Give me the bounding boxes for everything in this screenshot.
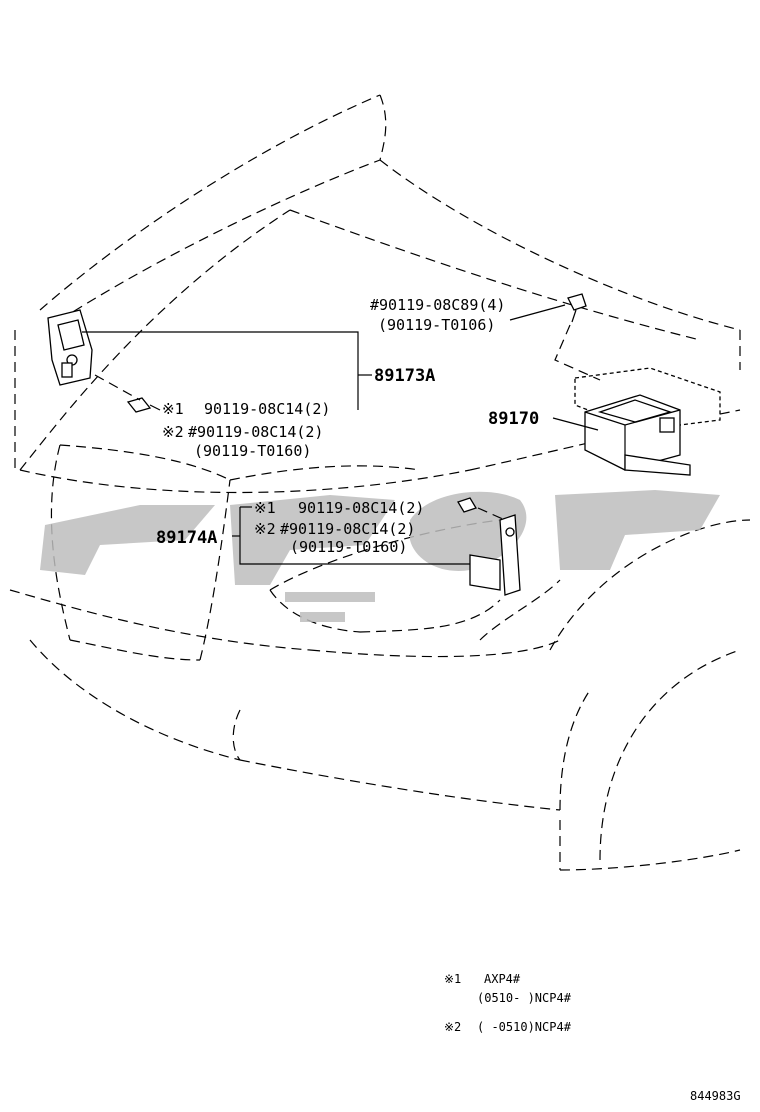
airbag-ecu-part	[574, 367, 721, 476]
label-lower-note1-mark: ※1	[254, 499, 276, 517]
legend-note2-line1: ( -0510)NCP4#	[477, 1020, 572, 1034]
sensor-bolt-part	[94, 374, 161, 413]
figure-code: 844983G	[690, 1089, 741, 1103]
label-upper-note2-alt: (90119-T0160)	[194, 442, 311, 460]
watermark-logo	[40, 490, 720, 622]
label-89170: 89170	[488, 409, 539, 429]
label-89174a: 89174A	[156, 528, 217, 548]
label-lower-note2-mark: ※2	[254, 520, 276, 538]
label-upper-note1-mark: ※1	[162, 400, 184, 418]
label-upper-note2-mark: ※2	[162, 423, 184, 441]
label-upper-note2-bolt: #90119-08C14(2)	[188, 423, 323, 441]
label-ecu-bolt: #90119-08C89(4)	[370, 296, 505, 314]
label-lower-note1-bolt: 90119-08C14(2)	[298, 499, 424, 517]
ecu-bolt-part	[554, 293, 601, 381]
legend-note2-mark: ※2	[444, 1020, 461, 1034]
front-airbag-sensor-part	[47, 309, 93, 386]
label-upper-note1-bolt: 90119-08C14(2)	[204, 400, 330, 418]
legend: ※1 AXP4# (0510- )NCP4# ※2 ( -0510)NCP4#	[444, 972, 572, 1034]
label-ecu-bolt-alt: (90119-T0106)	[378, 316, 495, 334]
legend-note1-line2: (0510- )NCP4#	[477, 991, 572, 1005]
legend-note1-line1: AXP4#	[484, 972, 521, 986]
leader-lines	[82, 304, 599, 565]
sensor-bracket-part	[457, 497, 521, 596]
vehicle-outline	[9, 94, 751, 871]
label-lower-note2-bolt: #90119-08C14(2)	[280, 520, 415, 538]
legend-note1-mark: ※1	[444, 972, 461, 986]
label-89173a: 89173A	[374, 366, 435, 386]
label-lower-note2-alt: (90119-T0160)	[290, 538, 407, 556]
